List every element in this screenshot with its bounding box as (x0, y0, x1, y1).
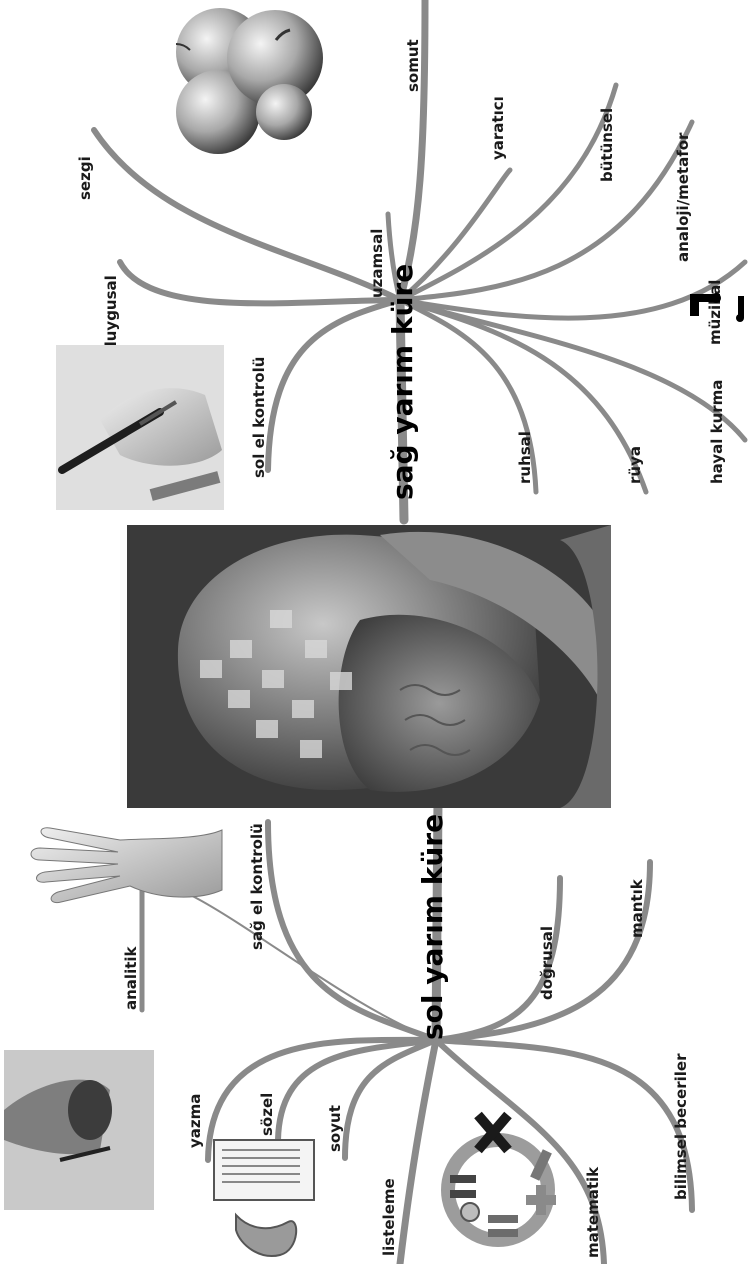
label-analoji-metafor: analoji/metafor (674, 132, 692, 262)
label-yazma: yazma (186, 1094, 204, 1148)
label-butunsel: bütünsel (598, 108, 616, 182)
left-hemisphere-title: sol yarım küre (416, 814, 449, 1040)
label-duygusal: duygusal (102, 275, 120, 352)
label-muzikal: müzikal (706, 280, 724, 345)
branch-analoji-metafor (400, 122, 692, 300)
label-ruya: rüya (626, 446, 644, 484)
branch-sezgi (94, 130, 400, 300)
branch-sol-el-kontrolu (268, 300, 400, 470)
label-somut: somut (404, 39, 422, 92)
label-sozel: sözel (258, 1093, 276, 1136)
brain-illustration (127, 525, 611, 808)
notes-paper-picture (214, 1140, 314, 1256)
writing-hand-picture (56, 345, 224, 510)
label-soyut: soyut (326, 1105, 344, 1152)
label-sezgi: sezgi (76, 156, 94, 200)
branch-analitik (145, 880, 436, 1040)
label-sol-el-kontrolu: sol el kontrolü (250, 357, 268, 478)
writing-close-up-picture (4, 1050, 154, 1210)
branch-bilimsel-beceriler (436, 1040, 692, 1210)
label-hayal-kurma: hayal kurma (708, 380, 726, 484)
label-sag-el-kontrolu: sağ el kontrolü (248, 823, 266, 950)
apples-picture (176, 8, 323, 154)
branch-listeleme (400, 1040, 436, 1264)
label-mantik: mantık (628, 878, 646, 938)
label-analitik: analitik (122, 945, 140, 1010)
right-hemisphere-title: sağ yarım küre (386, 264, 419, 500)
label-listeleme: listeleme (380, 1178, 398, 1256)
label-matematik: matematik (584, 1166, 602, 1258)
label-bilimsel-beceriler: bilimsel beceriler (672, 1053, 690, 1200)
label-uzamsal: uzamsal (368, 229, 386, 298)
branch-sag-el-kontrolu (268, 822, 436, 1040)
branch-hayal-kurma (400, 300, 745, 440)
label-ruhsal: ruhsal (516, 431, 534, 484)
math-symbols-picture (448, 1115, 556, 1240)
label-yaratici: yaratıcı (489, 96, 507, 160)
open-hand-picture (31, 828, 222, 903)
label-dogrusal: doğrusal (538, 926, 556, 1000)
